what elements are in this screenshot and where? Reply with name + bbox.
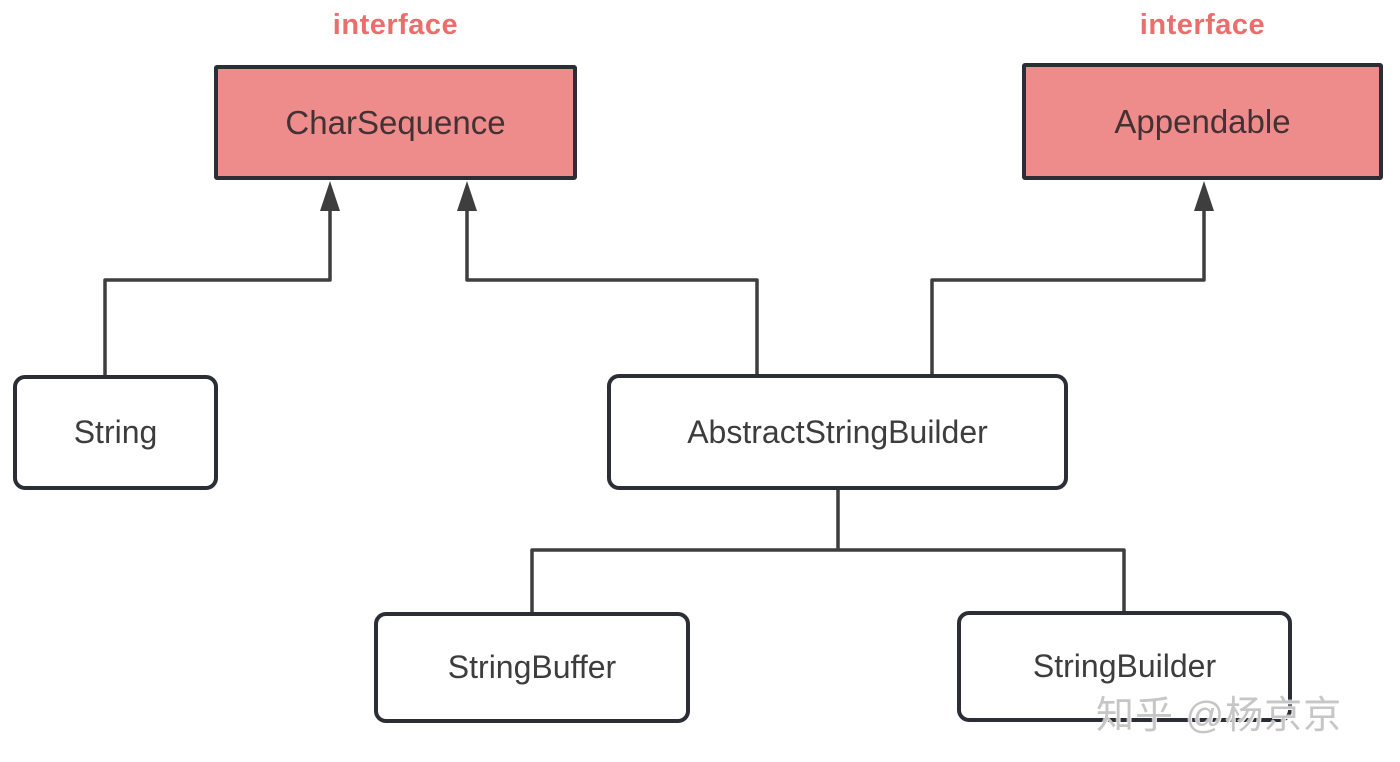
node-stringbuffer-label: StringBuffer: [447, 649, 617, 685]
node-appendable: Appendable: [1022, 63, 1383, 180]
node-stringbuilder-label: StringBuilder: [1032, 648, 1217, 684]
stereotype-label-charsequence: interface: [332, 8, 459, 41]
node-abstractstringbuilder-label: AbstractStringBuilder: [687, 413, 988, 450]
watermark: 知乎 @杨京京: [1096, 695, 1343, 737]
edge-abstractstringbuilder-implements-charsequence: [457, 181, 759, 375]
node-appendable-label: Appendable: [1114, 102, 1291, 140]
node-stringbuffer: StringBuffer: [374, 612, 690, 723]
stereotype-label-appendable: interface: [1139, 8, 1266, 41]
node-stringbuilder: StringBuilder: [957, 611, 1292, 722]
edge-stringbuffer-extends-abstractstringbuilder: [530, 548, 838, 612]
node-abstractstringbuilder: AbstractStringBuilder: [607, 374, 1068, 490]
node-charsequence: CharSequence: [214, 65, 577, 180]
node-string-label: String: [73, 414, 158, 450]
edge-abstractstringbuilder-implements-appendable: [930, 181, 1214, 375]
edge-stringbuilder-extends-abstractstringbuilder: [838, 548, 1126, 612]
node-charsequence-label: CharSequence: [285, 103, 506, 141]
edge-string-implements-charsequence: [103, 181, 340, 375]
node-string: String: [13, 375, 218, 490]
